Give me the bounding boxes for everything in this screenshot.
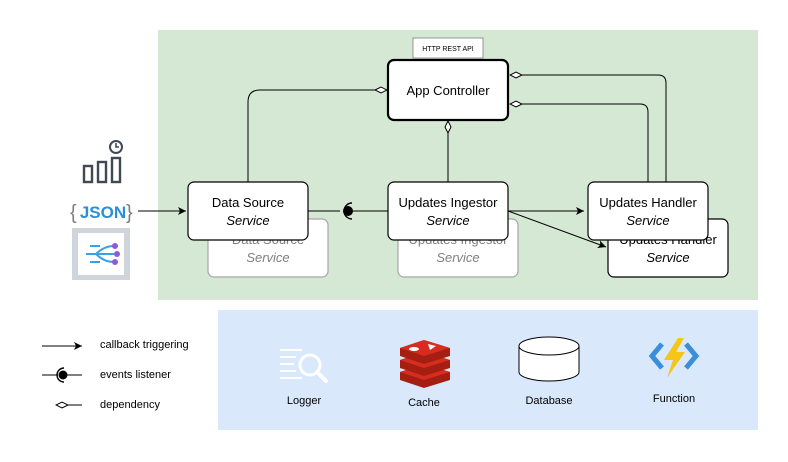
legend-dependency: dependency <box>56 399 160 411</box>
legend-label-callback: callback triggering <box>100 339 189 351</box>
infra-label-database: Database <box>525 395 572 407</box>
service-type: Service <box>426 213 469 228</box>
logger-search-icon <box>280 349 328 383</box>
connectors <box>138 75 667 248</box>
service-name: Data Source <box>212 195 284 210</box>
infra-label-logger: Logger <box>287 395 322 407</box>
ghost-service-type: Service <box>246 250 289 265</box>
service-type: Service <box>226 213 269 228</box>
data-source-service[interactable]: Data Source Service <box>187 181 309 241</box>
dependency-edge-datasource-controller <box>247 90 387 182</box>
json-label: JSON <box>80 203 126 222</box>
dependency-edge-handler-controller-1 <box>510 75 667 182</box>
json-brace-left: { <box>70 202 77 224</box>
service-name: Updates Handler <box>599 195 697 210</box>
infra-label-cache: Cache <box>408 397 440 409</box>
legend-label-dependency: dependency <box>100 399 160 411</box>
callback-edge-ingestor-handler-ghost <box>507 210 607 248</box>
event-stream-icon <box>72 228 130 280</box>
service-type: Service <box>626 213 669 228</box>
database-cylinder-icon <box>518 336 580 382</box>
infra-label-function: Function <box>653 393 695 405</box>
service-name: Updates Ingestor <box>398 195 498 210</box>
legend-callback: callback triggering <box>42 339 189 351</box>
redis-icon <box>400 340 450 388</box>
azure-function-icon <box>648 338 700 378</box>
bar-chart-clock-icon <box>82 140 123 184</box>
dependency-edge-handler-controller-2 <box>510 104 649 182</box>
app-controller-node[interactable]: App Controller <box>386 58 510 122</box>
json-icon: { JSON } <box>70 202 133 224</box>
legend-events-listener: events listener <box>42 367 171 383</box>
updates-ingestor-service[interactable]: Updates Ingestor Service <box>387 181 509 241</box>
infrastructure-panel <box>218 310 758 430</box>
ghost-service-type: Service <box>436 250 479 265</box>
api-label-text: HTTP REST API <box>422 46 474 53</box>
event-listener-dot <box>343 206 353 216</box>
legend: callback triggering events listener depe… <box>42 339 189 411</box>
app-controller-label: App Controller <box>406 83 490 98</box>
updates-handler-service[interactable]: Updates Handler Service <box>587 181 709 241</box>
ghost-service-type: Service <box>646 250 689 265</box>
api-label: HTTP REST API <box>412 37 484 59</box>
legend-label-events: events listener <box>100 369 171 381</box>
json-brace-right: } <box>126 202 133 224</box>
